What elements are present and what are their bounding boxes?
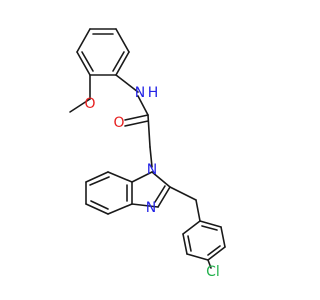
carbonyl-oxygen-label: O (113, 115, 124, 131)
bond (124, 120, 149, 127)
bond (81, 51, 94, 72)
bond (107, 171, 133, 183)
bond (186, 253, 209, 261)
bond (195, 199, 201, 222)
bond (207, 245, 221, 256)
amide-nitrogen-label: N (135, 85, 145, 101)
bonds (69, 28, 226, 269)
bond (69, 98, 91, 113)
bond (151, 171, 171, 188)
bond (147, 114, 151, 148)
amide-hydrogen-label: H (148, 85, 159, 101)
ring-nitrogen-3-label: N (146, 200, 156, 216)
bond (85, 203, 109, 215)
bond (112, 51, 125, 72)
bond (157, 186, 171, 208)
bond (115, 28, 130, 53)
bond (131, 203, 159, 208)
bond (182, 233, 188, 255)
bond (207, 246, 226, 261)
bond (85, 171, 109, 183)
bond (137, 95, 149, 116)
bond (76, 28, 91, 53)
ring-nitrogen-1-label: N (147, 162, 157, 178)
bond (89, 176, 110, 186)
bond (154, 185, 166, 203)
bond (187, 235, 192, 252)
bond (207, 259, 212, 269)
bond (199, 220, 222, 228)
bond (131, 171, 153, 183)
chlorine-label: Cl (206, 264, 220, 280)
bond (107, 203, 133, 215)
bond (182, 220, 201, 235)
bond (115, 74, 139, 93)
bond (149, 146, 153, 168)
bond (220, 226, 226, 248)
bond (115, 51, 130, 76)
bond (76, 51, 91, 76)
molecule-structure: N H O O N N Cl (69, 28, 226, 280)
atom-labels: N H O O N N Cl (84, 85, 219, 280)
ether-oxygen-label: O (84, 96, 95, 112)
bond (201, 225, 218, 231)
bond (169, 186, 197, 201)
bond (124, 114, 149, 121)
bond (90, 200, 109, 210)
